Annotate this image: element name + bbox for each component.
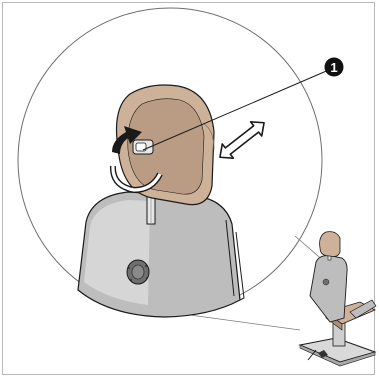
small-chair-illustration (300, 232, 376, 366)
backrest-knob (127, 260, 149, 284)
backrest (78, 192, 244, 317)
callout-marker-icon: 1 (325, 58, 344, 77)
callout-number: 1 (330, 60, 337, 75)
